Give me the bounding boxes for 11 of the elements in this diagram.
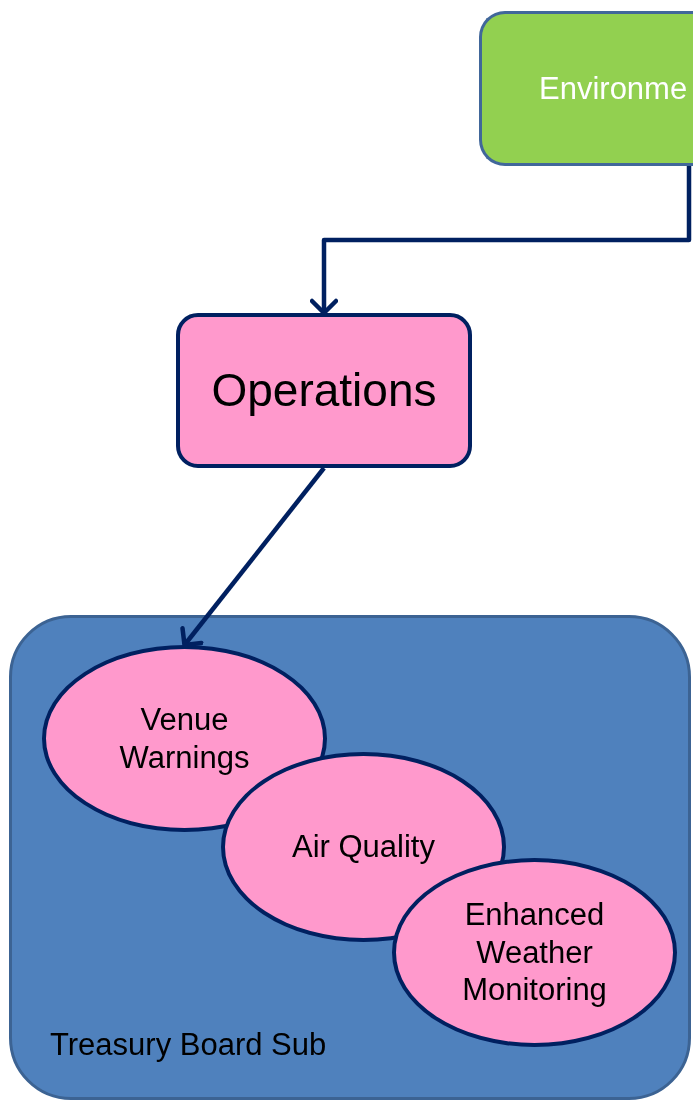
process-box — [176, 313, 472, 468]
node-label: Air Quality — [292, 828, 435, 866]
node-label: Operations — [211, 363, 437, 419]
arrow — [309, 166, 692, 316]
node-label: Enhanced Weather Monitoring — [461, 895, 608, 1010]
arrow — [180, 466, 326, 648]
node-label: Environme — [539, 69, 688, 108]
node-label: Venue Warnings — [118, 700, 251, 777]
group-panel — [9, 615, 691, 1100]
process-box — [479, 11, 693, 166]
group-label: Treasury Board Sub — [50, 1026, 327, 1064]
